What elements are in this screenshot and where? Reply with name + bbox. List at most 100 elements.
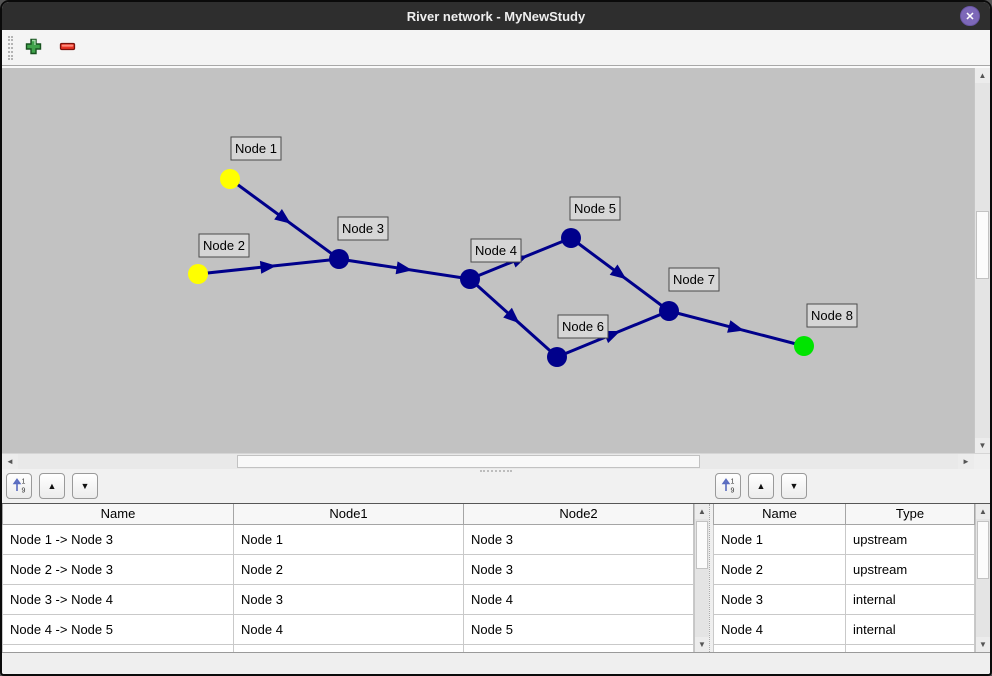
scrollbar-trough[interactable] — [976, 519, 990, 637]
river-node[interactable] — [220, 169, 240, 189]
node-label-box — [806, 303, 858, 328]
table-cell[interactable]: Node 4 — [233, 613, 464, 645]
column-header[interactable]: Node2 — [463, 504, 694, 525]
scroll-up-button[interactable]: ▲ — [975, 68, 990, 83]
branch-sort-button[interactable]: 1 9 — [6, 473, 32, 499]
node-table-toolbar: 1 9 ▲ ▼ — [715, 473, 807, 499]
scrollbar-trough[interactable] — [695, 519, 709, 637]
table-cell[interactable]: Node 4 — [463, 583, 694, 615]
table-cell[interactable]: Node 3 — [463, 523, 694, 555]
table-cell[interactable] — [233, 643, 464, 652]
column-header[interactable]: Node1 — [233, 504, 464, 525]
river-node[interactable] — [188, 264, 208, 284]
table-cell[interactable] — [463, 643, 694, 652]
river-node[interactable] — [659, 301, 679, 321]
titlebar: River network - MyNewStudy ✕ — [2, 2, 990, 30]
scrollbar-thumb[interactable] — [696, 521, 708, 569]
panel-splitter[interactable] — [709, 504, 713, 652]
table-row[interactable] — [2, 643, 694, 652]
vertical-scrollbar-trough[interactable] — [975, 83, 990, 438]
scroll-up-icon: ▲ — [979, 507, 987, 516]
plus-icon — [25, 38, 42, 58]
node-label: Node 2 — [203, 238, 245, 253]
table-cell[interactable]: Node 2 — [233, 553, 464, 585]
table-cell[interactable]: Node 3 -> Node 4 — [2, 583, 234, 615]
table-cell[interactable] — [713, 643, 846, 652]
table-toolbars: 1 9 ▲ ▼ 1 9 ▲ ▼ — [2, 469, 990, 503]
flow-direction-arrow — [609, 264, 627, 280]
table-cell[interactable]: Node 5 — [463, 613, 694, 645]
toolbar-drag-handle[interactable] — [8, 35, 13, 60]
branch-move-up-button[interactable]: ▲ — [39, 473, 65, 499]
node-move-up-button[interactable]: ▲ — [748, 473, 774, 499]
minus-icon — [59, 38, 76, 58]
scroll-down-button[interactable]: ▼ — [976, 637, 990, 652]
table-cell[interactable]: Node 4 -> Node 5 — [2, 613, 234, 645]
scrollbar-thumb[interactable] — [977, 521, 989, 579]
river-node[interactable] — [561, 228, 581, 248]
canvas-horizontal-scrollbar[interactable]: ◄ ► — [2, 453, 990, 469]
close-button[interactable]: ✕ — [960, 6, 980, 26]
table-cell[interactable] — [2, 643, 234, 652]
scroll-down-icon: ▼ — [978, 441, 987, 450]
column-header[interactable]: Name — [713, 504, 846, 525]
table-cell[interactable]: Node 1 — [713, 523, 846, 555]
river-node[interactable] — [547, 347, 567, 367]
river-node[interactable] — [794, 336, 814, 356]
vertical-scrollbar-thumb[interactable] — [976, 211, 989, 279]
table-cell[interactable]: internal — [845, 613, 975, 645]
column-header[interactable]: Type — [845, 504, 975, 525]
scroll-up-button[interactable]: ▲ — [976, 504, 990, 519]
table-cell[interactable]: Node 1 -> Node 3 — [2, 523, 234, 555]
add-node-button[interactable] — [20, 35, 46, 61]
table-cell[interactable]: Node 3 — [713, 583, 846, 615]
table-cell[interactable]: upstream — [845, 553, 975, 585]
table-cell[interactable] — [845, 643, 975, 652]
table-cell[interactable]: Node 2 — [713, 553, 846, 585]
node-sort-button[interactable]: 1 9 — [715, 473, 741, 499]
scroll-left-icon: ◄ — [6, 457, 14, 466]
scroll-up-button[interactable]: ▲ — [695, 504, 709, 519]
river-node[interactable] — [460, 269, 480, 289]
horizontal-scrollbar-thumb[interactable] — [237, 455, 700, 468]
scroll-down-button[interactable]: ▼ — [975, 438, 990, 453]
table-cell[interactable]: upstream — [845, 523, 975, 555]
branch-table-scrollbar[interactable]: ▲ ▼ — [694, 504, 709, 652]
node-table-scrollbar[interactable]: ▲ ▼ — [975, 504, 990, 652]
table-cell[interactable]: internal — [845, 583, 975, 615]
remove-node-button[interactable] — [54, 35, 80, 61]
table-row[interactable] — [713, 643, 975, 652]
node-label-box — [557, 314, 609, 339]
canvas-vertical-scrollbar[interactable]: ▲ ▼ — [974, 68, 990, 453]
scroll-right-icon: ► — [962, 457, 970, 466]
column-header[interactable]: Name — [2, 504, 234, 525]
table-cell[interactable]: Node 3 — [463, 553, 694, 585]
branch-move-down-button[interactable]: ▼ — [72, 473, 98, 499]
table-cell[interactable]: Node 1 — [233, 523, 464, 555]
scroll-down-button[interactable]: ▼ — [695, 637, 709, 652]
table-cell[interactable]: Node 3 — [233, 583, 464, 615]
status-bar — [2, 652, 990, 674]
flow-direction-arrow — [259, 260, 277, 274]
sort-numeric-icon: 1 9 — [10, 476, 28, 496]
river-node[interactable] — [329, 249, 349, 269]
scroll-right-button[interactable]: ► — [958, 454, 974, 469]
node-move-down-button[interactable]: ▼ — [781, 473, 807, 499]
scroll-left-button[interactable]: ◄ — [2, 454, 18, 469]
horizontal-scrollbar-trough[interactable] — [18, 454, 958, 469]
table-cell[interactable]: Node 4 — [713, 613, 846, 645]
table-cell[interactable]: Node 2 -> Node 3 — [2, 553, 234, 585]
svg-text:9: 9 — [731, 488, 735, 495]
